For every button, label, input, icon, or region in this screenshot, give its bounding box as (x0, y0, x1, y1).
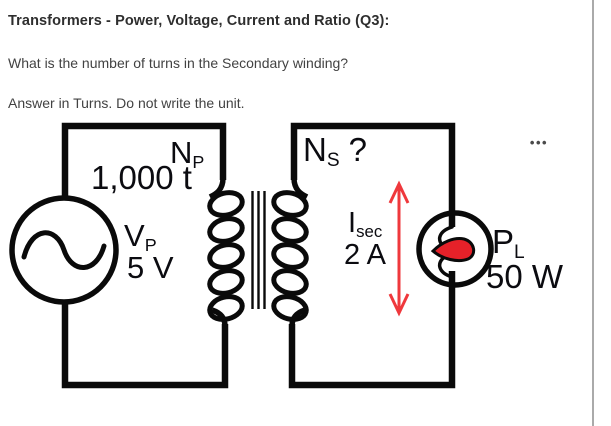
secondary-wire-top (290, 122, 456, 227)
question-title: Transformers - Power, Voltage, Current a… (8, 13, 390, 29)
primary-turns-symbol: NP (170, 135, 205, 173)
primary-wire-top (61, 122, 227, 198)
secondary-wire-bottom (288, 271, 456, 389)
secondary-current-value: 2 A (344, 239, 386, 271)
primary-coil (207, 190, 245, 322)
more-options-icon[interactable]: ••• (529, 135, 549, 150)
secondary-coil-hook-top (291, 177, 309, 200)
load-flame-icon (430, 237, 476, 263)
secondary-coil-hook-bottom (289, 307, 306, 327)
panel-right-border (592, 0, 594, 426)
secondary-current-symbol: Isec (348, 207, 383, 241)
secondary-coil (271, 190, 309, 322)
transformer-core (251, 191, 266, 309)
primary-turns-value: 1,000 t (91, 159, 192, 196)
primary-wire-bottom (61, 302, 229, 389)
answer-instruction: Answer in Turns. Do not write the unit. (8, 95, 245, 111)
ac-sine-wave-icon (21, 230, 107, 270)
current-arrow (388, 180, 410, 317)
primary-voltage-symbol: VP (124, 218, 157, 256)
load-power-value: 50 W (486, 258, 564, 295)
primary-voltage-value: 5 V (127, 250, 174, 285)
primary-coil-hook-bottom (211, 307, 228, 327)
load-power-symbol: PL (492, 223, 525, 264)
secondary-turns-symbol: NS? (303, 131, 367, 172)
question-text: What is the number of turns in the Secon… (8, 55, 349, 71)
primary-coil-hook-top (208, 177, 226, 200)
